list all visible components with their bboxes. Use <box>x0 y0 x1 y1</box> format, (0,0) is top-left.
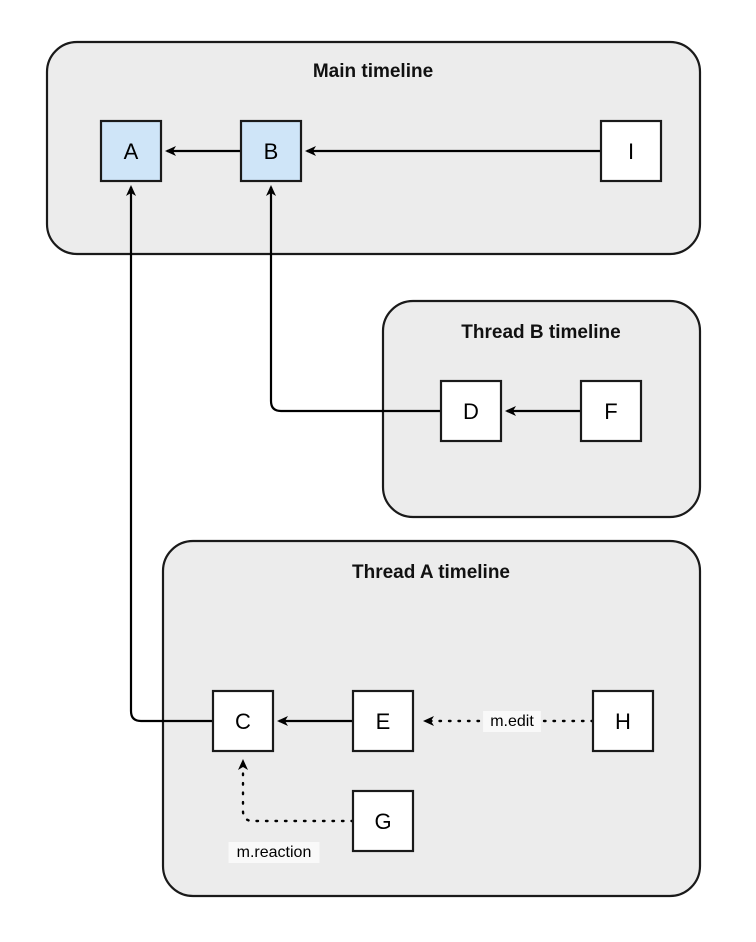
event-node-F[interactable]: F <box>579 379 643 443</box>
event-node-label-F: F <box>604 399 617 424</box>
edges <box>126 146 601 823</box>
event-node-label-B: B <box>264 139 279 164</box>
event-node-label-C: C <box>235 709 251 734</box>
event-node-box-C <box>211 689 275 753</box>
group-container-main <box>45 40 702 256</box>
event-node-box-A <box>99 119 163 183</box>
group-container-thread-b <box>381 299 702 519</box>
edge-labels: m.edit m.reaction <box>228 711 541 863</box>
edge-label-G-to-C: m.reaction <box>237 844 312 861</box>
event-node-label-I: I <box>628 139 634 164</box>
event-node-label-A: A <box>124 139 139 164</box>
event-node-G[interactable]: G <box>351 789 415 853</box>
edge-label-backdrop-H-to-E <box>483 711 541 732</box>
edge-label-backdrop-G-to-C <box>228 842 320 863</box>
event-node-box-G <box>351 789 415 853</box>
event-node-box-I <box>599 119 663 183</box>
edge-C-to-A <box>126 185 213 723</box>
edge-label-H-to-E: m.edit <box>490 713 534 730</box>
group-title-thread-b: Thread B timeline <box>461 322 620 343</box>
group-title-thread-a: Thread A timeline <box>352 562 510 583</box>
event-node-label-D: D <box>463 399 479 424</box>
event-node-I[interactable]: I <box>599 119 663 183</box>
event-node-box-D <box>439 379 503 443</box>
event-node-label-G: G <box>374 809 391 834</box>
event-node-box-E <box>351 689 415 753</box>
event-node-B[interactable]: B <box>239 119 303 183</box>
event-node-D[interactable]: D <box>439 379 503 443</box>
event-node-A[interactable]: A <box>99 119 163 183</box>
event-node-box-B <box>239 119 303 183</box>
edge-G-to-C <box>238 759 355 823</box>
event-node-label-E: E <box>376 709 391 734</box>
event-node-box-H <box>591 689 655 753</box>
edge-D-to-B <box>266 185 441 413</box>
event-node-E[interactable]: E <box>351 689 415 753</box>
event-node-C[interactable]: C <box>211 689 275 753</box>
event-node-label-H: H <box>615 709 631 734</box>
event-node-H[interactable]: H <box>591 689 655 753</box>
event-node-box-F <box>579 379 643 443</box>
event-nodes: A B I D F C E H G <box>99 119 663 853</box>
group-title-main: Main timeline <box>313 61 433 82</box>
